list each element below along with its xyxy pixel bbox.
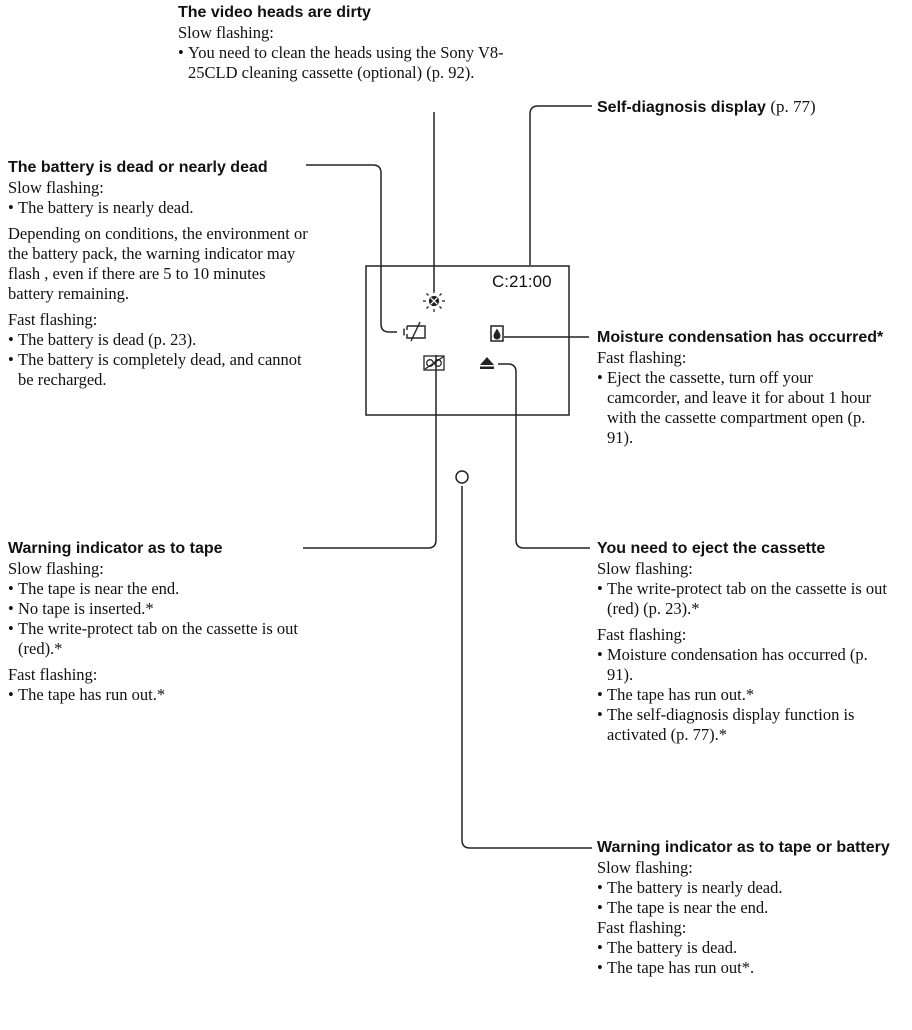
callout-subheading: Fast flashing: (8, 665, 98, 684)
callout-heading: You need to eject the cassette (597, 540, 826, 557)
warning-lamp-icon (455, 470, 469, 484)
callout-bullet: The tape has run out.* (597, 685, 892, 705)
callout-bullet: The battery is nearly dead. (8, 198, 308, 218)
callout-bullet: The tape is near the end. (8, 579, 308, 599)
callout-bullet: The battery is nearly dead. (597, 878, 907, 898)
viewfinder-frame (365, 265, 570, 416)
callout-tape: Warning indicator as to tape Slow flashi… (8, 539, 308, 705)
head-clog-icon (423, 290, 445, 312)
callout-eject: You need to eject the cassette Slow flas… (597, 539, 892, 745)
callout-heading: Warning indicator as to tape or battery (597, 839, 890, 856)
callout-tape-or-battery: Warning indicator as to tape or battery … (597, 838, 907, 978)
tape-icon (423, 355, 445, 371)
callout-heading: The battery is dead or nearly dead (8, 159, 268, 176)
callout-battery: The battery is dead or nearly dead Slow … (8, 158, 308, 390)
callout-note: Depending on conditions, the environment… (8, 224, 308, 303)
callout-bullet: No tape is inserted.* (8, 599, 308, 619)
callout-subheading: Slow flashing: (8, 559, 104, 578)
moisture-icon (490, 325, 504, 342)
battery-icon (403, 321, 426, 342)
callout-heading: Moisture condensation has occurred* (597, 329, 884, 346)
leader-selfdiag (529, 105, 592, 265)
callout-subheading: Fast flashing: (597, 348, 687, 367)
callout-bullet: Eject the cassette, turn off your camcor… (597, 368, 887, 448)
callout-bullet: The battery is dead (p. 23). (8, 330, 308, 350)
callout-bullet: The tape is near the end. (597, 898, 907, 918)
callout-moisture: Moisture condensation has occurred* Fast… (597, 328, 887, 448)
callout-bullet: The write-protect tab on the cassette is… (597, 579, 892, 619)
callout-heading: Warning indicator as to tape (8, 540, 223, 557)
callout-subheading: Slow flashing: (597, 559, 693, 578)
callout-heading: The video heads are dirty (178, 4, 371, 21)
callout-bullet: You need to clean the heads using the So… (178, 43, 538, 83)
callout-bullet: The battery is completely dead, and cann… (8, 350, 308, 390)
callout-bullet: The self-diagnosis display function is a… (597, 705, 892, 745)
callout-bullet: The tape has run out.* (8, 685, 308, 705)
eject-icon (480, 357, 494, 369)
callout-subheading: Fast flashing: (597, 625, 687, 644)
callout-subheading: Slow flashing: (597, 858, 693, 877)
leader-tape (303, 355, 437, 549)
leader-tape-or-battery (461, 486, 592, 849)
callout-subheading: Fast flashing: (597, 918, 687, 937)
callout-video-heads: The video heads are dirty Slow flashing:… (178, 3, 538, 83)
callout-subheading: Slow flashing: (8, 178, 104, 197)
callout-bullet: The battery is dead. (597, 938, 907, 958)
timecode-readout: C:21:00 (492, 272, 552, 291)
callout-selfdiag: Self-diagnosis display (p. 77) (597, 97, 907, 118)
leader-battery (306, 164, 397, 333)
leader-eject (498, 363, 590, 549)
callout-bullet: The tape has run out*. (597, 958, 907, 978)
callout-heading: Self-diagnosis display (p. 77) (597, 97, 816, 116)
callout-bullet: Moisture condensation has occurred (p. 9… (597, 645, 892, 685)
callout-subheading: Slow flashing: (178, 23, 274, 42)
callout-bullet: The write-protect tab on the cassette is… (8, 619, 308, 659)
callout-subheading: Fast flashing: (8, 310, 98, 329)
